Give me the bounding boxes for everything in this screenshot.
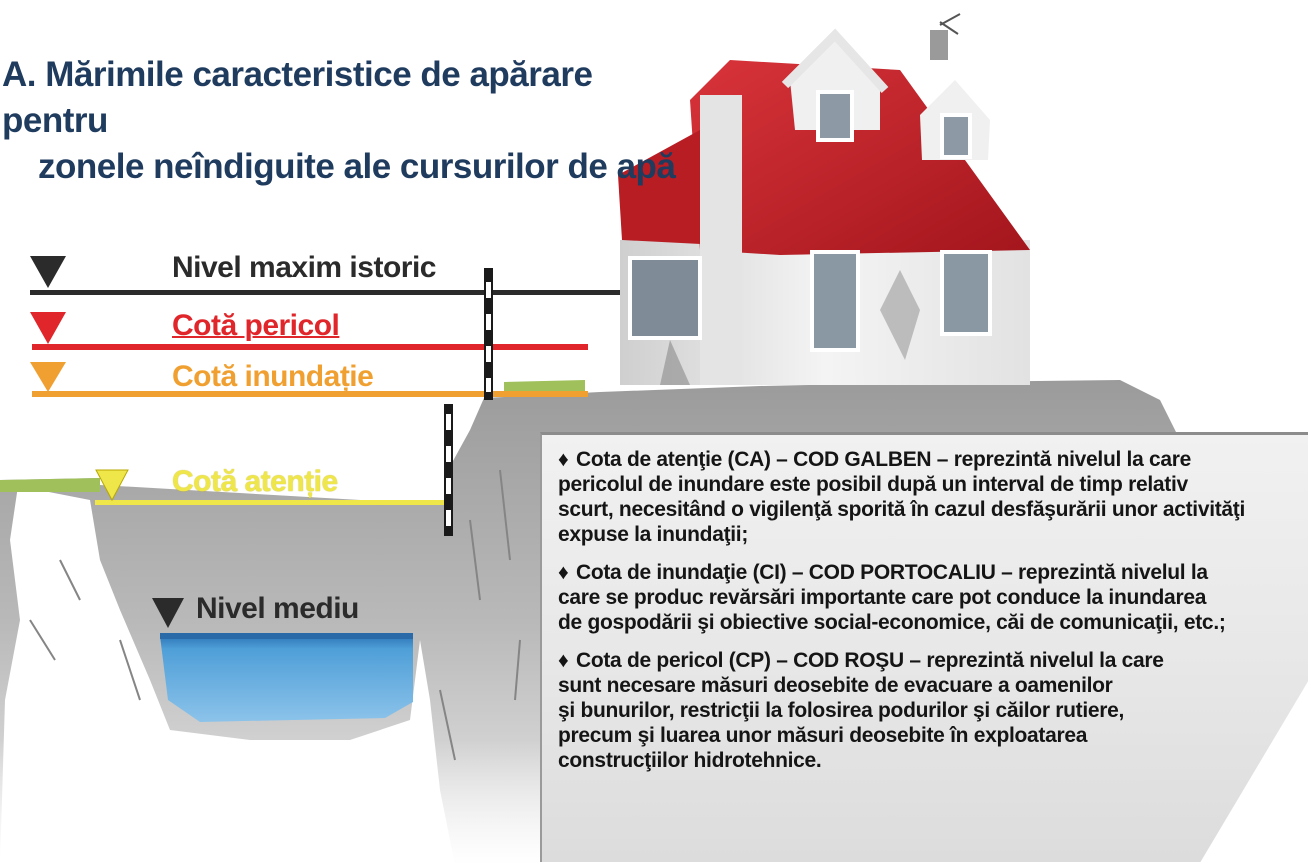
definition-ca-text: Cota de atenţie (CA) – COD GALBEN – repr…: [558, 448, 1246, 546]
river-channel: [160, 633, 413, 722]
label-cota-atentie: Cotă atenție: [172, 465, 338, 498]
marker-max-istoric-icon: [30, 256, 66, 288]
page-title: A. Mărimile caracteristice de apărare pe…: [0, 52, 700, 190]
definition-ci: ♦ Cota de inundaţie (CI) – COD PORTOCALI…: [558, 560, 1300, 635]
definition-ci-text: Cota de inundaţie (CI) – COD PORTOCALIU …: [558, 561, 1226, 634]
bullet-icon: ♦: [558, 448, 569, 471]
marker-mediu-icon: [152, 598, 184, 628]
title-line-2: zonele neîndiguite ale cursurilor de apă: [38, 147, 676, 186]
level-marker-icon: [30, 256, 184, 628]
definitions-panel: ♦ Cota de atenţie (CA) – COD GALBEN – re…: [540, 432, 1308, 862]
label-cota-pericol: Cotă pericol: [172, 309, 340, 342]
marker-inundatie-icon: [30, 362, 66, 392]
line-inundatie: [32, 391, 588, 397]
level-lines: [30, 290, 628, 505]
marker-pericol-icon: [30, 312, 66, 344]
label-cota-inundatie: Cotă inundație: [172, 360, 374, 393]
gauge-staff: [444, 268, 493, 536]
bullet-icon: ♦: [558, 561, 569, 584]
definition-cp: ♦ Cota de pericol (CP) – COD ROŞU – repr…: [558, 648, 1300, 773]
line-atentie: [95, 500, 450, 505]
definition-cp-text: Cota de pericol (CP) – COD ROŞU – reprez…: [558, 649, 1164, 772]
line-max-istoric: [30, 290, 628, 295]
label-nivel-maxim-istoric: Nivel maxim istoric: [172, 251, 436, 284]
label-nivel-mediu: Nivel mediu: [196, 592, 359, 625]
definition-ca: ♦ Cota de atenţie (CA) – COD GALBEN – re…: [558, 447, 1300, 547]
marker-atentie-icon: [95, 469, 129, 502]
house-illustration: [618, 13, 1030, 385]
line-pericol: [32, 344, 588, 350]
bullet-icon: ♦: [558, 649, 569, 672]
title-line-1: A. Mărimile caracteristice de apărare pe…: [2, 55, 593, 140]
